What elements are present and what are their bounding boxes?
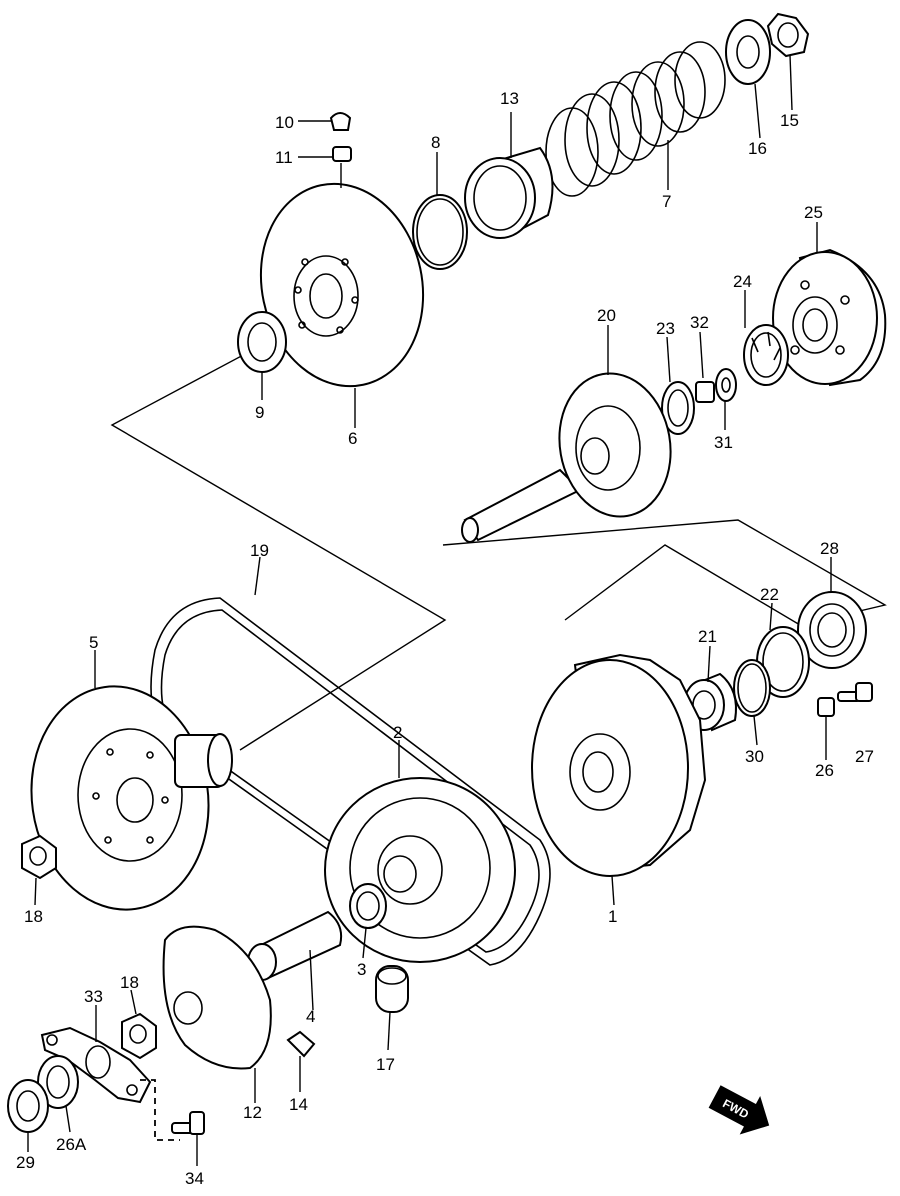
part-29-bearing (7, 1079, 49, 1133)
part-13-collar (464, 146, 554, 239)
part-3-bushing (349, 883, 387, 929)
part-26a-oil-seal (37, 1055, 79, 1109)
label-1: 1 (608, 907, 617, 926)
part-1-driven-face (531, 653, 707, 877)
label-23: 23 (656, 319, 675, 338)
part-labels: 10 11 8 13 7 16 15 9 6 25 24 20 23 32 31… (16, 89, 874, 1188)
label-7: 7 (662, 192, 671, 211)
label-9: 9 (255, 403, 264, 422)
part-32-nut (695, 381, 715, 403)
leader-lines (27, 54, 832, 1166)
part-24-bearing (743, 324, 789, 386)
part-5-fixed-drive-face (30, 685, 233, 911)
label-12: 12 (243, 1103, 262, 1122)
label-34: 34 (185, 1169, 204, 1188)
part-34-bolt (171, 1111, 205, 1135)
part-30-o-ring (733, 659, 771, 717)
part-16-washer (725, 19, 771, 85)
part-17-roller (375, 965, 409, 1013)
label-32: 32 (690, 313, 709, 332)
part-18-nut-lower (121, 1012, 157, 1060)
label-4: 4 (306, 1007, 315, 1026)
label-33: 33 (84, 987, 103, 1006)
part-9-seal (237, 311, 287, 373)
label-30: 30 (745, 747, 764, 766)
label-16: 16 (748, 139, 767, 158)
part-7-spring (545, 41, 726, 197)
part-12-ramp-plate (162, 925, 272, 1070)
part-8-o-ring (412, 194, 468, 270)
part-6-drive-plate (259, 182, 425, 388)
part-11-collar (332, 146, 352, 162)
label-20: 20 (597, 306, 616, 325)
label-24: 24 (733, 272, 752, 291)
label-22: 22 (760, 585, 779, 604)
label-21: 21 (698, 627, 717, 646)
part-20-driven-shaft (461, 372, 672, 543)
label-18-upper: 18 (24, 907, 43, 926)
label-19: 19 (250, 541, 269, 560)
label-10: 10 (275, 113, 294, 132)
label-26a: 26A (56, 1135, 87, 1154)
label-25: 25 (804, 203, 823, 222)
label-15: 15 (780, 111, 799, 130)
label-29: 29 (16, 1153, 35, 1172)
label-17: 17 (376, 1055, 395, 1074)
label-26: 26 (815, 761, 834, 780)
assembly-bracket-upper (110, 344, 447, 751)
label-31: 31 (714, 433, 733, 452)
label-5: 5 (89, 633, 98, 652)
label-27: 27 (855, 747, 874, 766)
label-11: 11 (275, 148, 293, 167)
part-26-nut (817, 697, 835, 717)
part-14-slide-guide (286, 1030, 316, 1058)
label-13: 13 (500, 89, 519, 108)
label-3: 3 (357, 960, 366, 979)
label-28: 28 (820, 539, 839, 558)
mounting-dashed-line (140, 1079, 180, 1141)
label-6: 6 (348, 429, 357, 448)
part-25-clutch-housing (772, 248, 887, 387)
part-18-nut-upper (21, 834, 57, 880)
label-2: 2 (393, 723, 402, 742)
part-27-bolt (837, 682, 873, 702)
fwd-arrow-badge: FWD (708, 1085, 770, 1135)
part-31-washer (715, 368, 737, 402)
label-18-lower: 18 (120, 973, 139, 992)
label-14: 14 (289, 1095, 308, 1114)
part-23-spacer (661, 381, 695, 435)
label-8: 8 (431, 133, 440, 152)
part-10-cap (329, 112, 352, 131)
part-4-sleeve (247, 910, 343, 981)
part-2-movable-drive-face (324, 777, 516, 963)
part-28-bearing (797, 591, 867, 669)
part-15-nut (766, 12, 810, 58)
